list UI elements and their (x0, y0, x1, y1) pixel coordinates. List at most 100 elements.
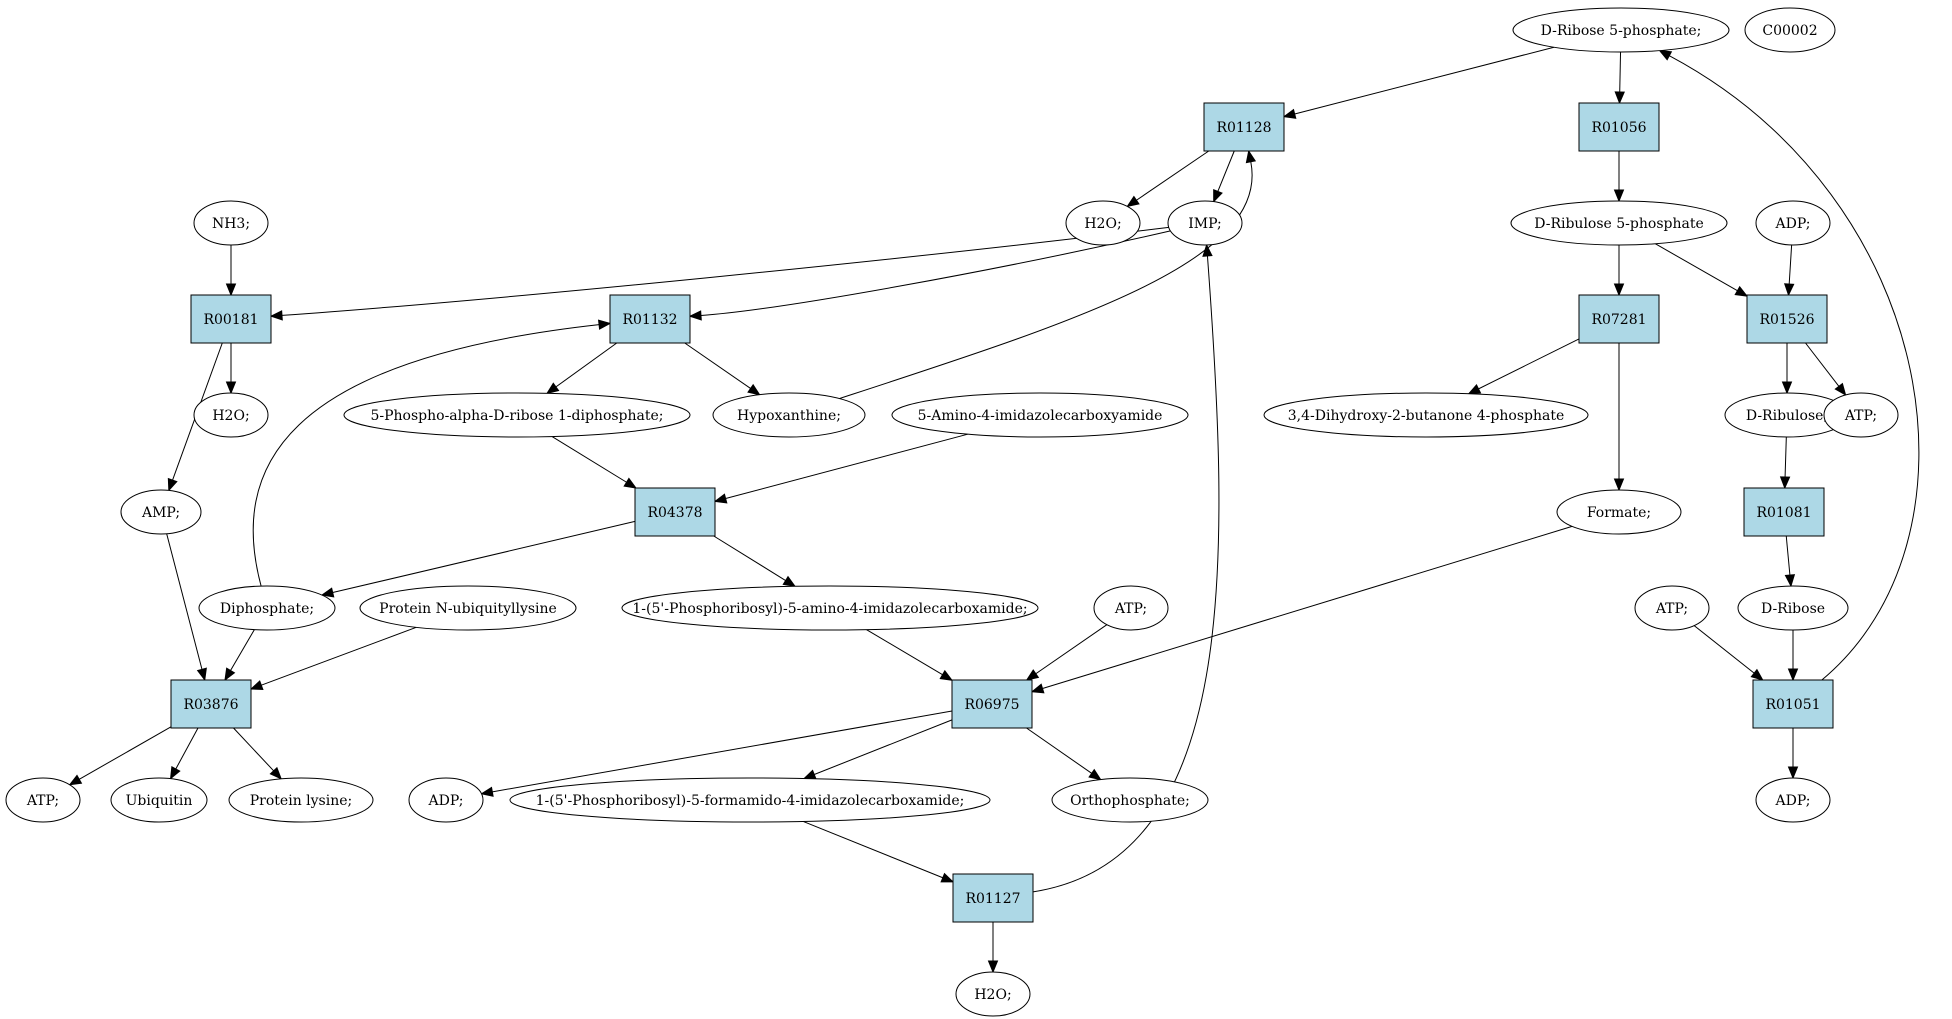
compound-ellipse[interactable] (621, 585, 1039, 631)
reaction-box[interactable] (1578, 102, 1660, 152)
reaction-node-r00181[interactable]: R00181 (190, 294, 272, 344)
compound-node-aica[interactable]: 5-Amino-4-imidazolecarboxyamide (891, 392, 1189, 438)
compound-node-imp[interactable]: IMP; (1167, 200, 1243, 246)
reaction-node-r01081[interactable]: R01081 (1743, 487, 1825, 537)
node-label: 1-(5'-Phosphoribosyl)-5-formamido-4-imid… (536, 793, 965, 809)
reaction-node-r07281[interactable]: R07281 (1578, 294, 1660, 344)
reaction-box[interactable] (1743, 487, 1825, 537)
node-label: ADP; (428, 793, 464, 809)
compound-node-prpp[interactable]: 5-Phospho-alpha-D-ribose 1-diphosphate; (343, 392, 691, 438)
reaction-box[interactable] (951, 679, 1033, 729)
compound-ellipse[interactable] (1634, 585, 1710, 631)
reaction-box[interactable] (1203, 102, 1285, 152)
reaction-box[interactable] (170, 679, 252, 729)
compound-node-orthop[interactable]: Orthophosphate; (1051, 777, 1209, 823)
compound-ellipse[interactable] (509, 777, 991, 823)
node-label: R03876 (183, 697, 238, 713)
compound-ellipse[interactable] (343, 392, 691, 438)
reaction-box[interactable] (952, 873, 1034, 923)
compound-ellipse[interactable] (1512, 7, 1730, 53)
compound-ellipse[interactable] (1263, 392, 1589, 438)
compound-ellipse[interactable] (120, 489, 202, 535)
compound-node-atp_right[interactable]: ATP; (1634, 585, 1710, 631)
compound-node-diphos[interactable]: Diphosphate; (198, 585, 336, 631)
node-label: R01526 (1759, 312, 1814, 328)
edge-atp_mid-to-r06975 (1025, 624, 1108, 681)
compound-node-adp_mid[interactable]: ADP; (408, 777, 484, 823)
compound-node-h2o_bot[interactable]: H2O; (955, 971, 1031, 1017)
compound-node-dru5p[interactable]: D-Ribulose 5-phosphate (1510, 200, 1728, 246)
edge-r04378-to-aicar (713, 535, 797, 588)
edge-r01128-to-imp (1213, 150, 1235, 203)
reaction-node-r01526[interactable]: R01526 (1746, 294, 1828, 344)
reaction-node-r01056[interactable]: R01056 (1578, 102, 1660, 152)
compound-ellipse[interactable] (1510, 200, 1728, 246)
reaction-node-r06975[interactable]: R06975 (951, 679, 1033, 729)
reaction-node-r03876[interactable]: R03876 (170, 679, 252, 729)
compound-node-formate[interactable]: Formate; (1556, 489, 1682, 535)
compound-node-dhbp[interactable]: 3,4-Dihydroxy-2-butanone 4-phosphate (1263, 392, 1589, 438)
compound-node-pnul[interactable]: Protein N-ubiquityllysine (359, 585, 577, 631)
reaction-node-r01051[interactable]: R01051 (1752, 679, 1834, 729)
compound-node-faicar[interactable]: 1-(5'-Phosphoribosyl)-5-formamido-4-imid… (509, 777, 991, 823)
compound-ellipse[interactable] (1051, 777, 1209, 823)
compound-node-aicar[interactable]: 1-(5'-Phosphoribosyl)-5-amino-4-imidazol… (621, 585, 1039, 631)
compound-node-h2o_mid[interactable]: H2O; (193, 392, 269, 438)
compound-ellipse[interactable] (955, 971, 1031, 1017)
compound-ellipse[interactable] (193, 392, 269, 438)
compound-ellipse[interactable] (1755, 200, 1831, 246)
compound-ellipse[interactable] (1167, 200, 1243, 246)
node-label: NH3; (212, 216, 250, 232)
compound-node-atp_mid[interactable]: ATP; (1093, 585, 1169, 631)
compound-ellipse[interactable] (5, 777, 81, 823)
reaction-node-r01127[interactable]: R01127 (952, 873, 1034, 923)
node-label: ATP; (1114, 601, 1147, 617)
compound-node-dr5p[interactable]: D-Ribose 5-phosphate; (1512, 7, 1730, 53)
compound-node-plys[interactable]: Protein lysine; (228, 777, 374, 823)
reaction-box[interactable] (634, 487, 716, 537)
edge-r04378-to-diphos (320, 520, 636, 598)
compound-node-dribulose[interactable]: D-Ribulose; (1724, 392, 1850, 438)
compound-node-adp_top[interactable]: ADP; (1755, 200, 1831, 246)
compound-node-atp_r01526[interactable]: ATP; (1823, 392, 1899, 438)
reaction-box[interactable] (190, 294, 272, 344)
reaction-box[interactable] (1746, 294, 1828, 344)
compound-node-atp_left[interactable]: ATP; (5, 777, 81, 823)
compound-ellipse[interactable] (1755, 777, 1831, 823)
reaction-box[interactable] (609, 294, 691, 344)
reaction-box[interactable] (1578, 294, 1660, 344)
compound-node-dribose[interactable]: D-Ribose (1737, 585, 1849, 631)
compound-ellipse[interactable] (1823, 392, 1899, 438)
compound-ellipse[interactable] (408, 777, 484, 823)
compound-ellipse[interactable] (1093, 585, 1169, 631)
reaction-node-r01132[interactable]: R01132 (609, 294, 691, 344)
node-label: IMP; (1188, 216, 1222, 232)
node-label: 3,4-Dihydroxy-2-butanone 4-phosphate (1288, 408, 1565, 424)
compound-node-h2o_top[interactable]: H2O; (1065, 200, 1141, 246)
compound-ellipse[interactable] (1556, 489, 1682, 535)
compound-ellipse[interactable] (712, 392, 866, 438)
compound-node-adp_right[interactable]: ADP; (1755, 777, 1831, 823)
compound-node-ubiq[interactable]: Ubiquitin (110, 777, 208, 823)
compound-node-amp[interactable]: AMP; (120, 489, 202, 535)
reaction-node-r01128[interactable]: R01128 (1203, 102, 1285, 152)
reaction-box[interactable] (1752, 679, 1834, 729)
compound-ellipse[interactable] (891, 392, 1189, 438)
compound-ellipse[interactable] (1737, 585, 1849, 631)
compound-ellipse[interactable] (359, 585, 577, 631)
edge-aicar-to-r06975 (866, 629, 954, 681)
compound-ellipse[interactable] (228, 777, 374, 823)
compound-ellipse[interactable] (193, 200, 269, 246)
compound-node-nh3[interactable]: NH3; (193, 200, 269, 246)
node-label: R01128 (1216, 120, 1271, 136)
reaction-node-r04378[interactable]: R04378 (634, 487, 716, 537)
compound-ellipse[interactable] (1744, 7, 1836, 53)
compound-node-hypox[interactable]: Hypoxanthine; (712, 392, 866, 438)
compound-ellipse[interactable] (198, 585, 336, 631)
edge-amp-to-r03876 (166, 533, 207, 682)
node-label: H2O; (212, 408, 249, 424)
compound-ellipse[interactable] (1065, 200, 1141, 246)
compound-ellipse[interactable] (110, 777, 208, 823)
compound-node-c00002[interactable]: C00002 (1744, 7, 1836, 53)
node-label: R00181 (203, 312, 258, 328)
